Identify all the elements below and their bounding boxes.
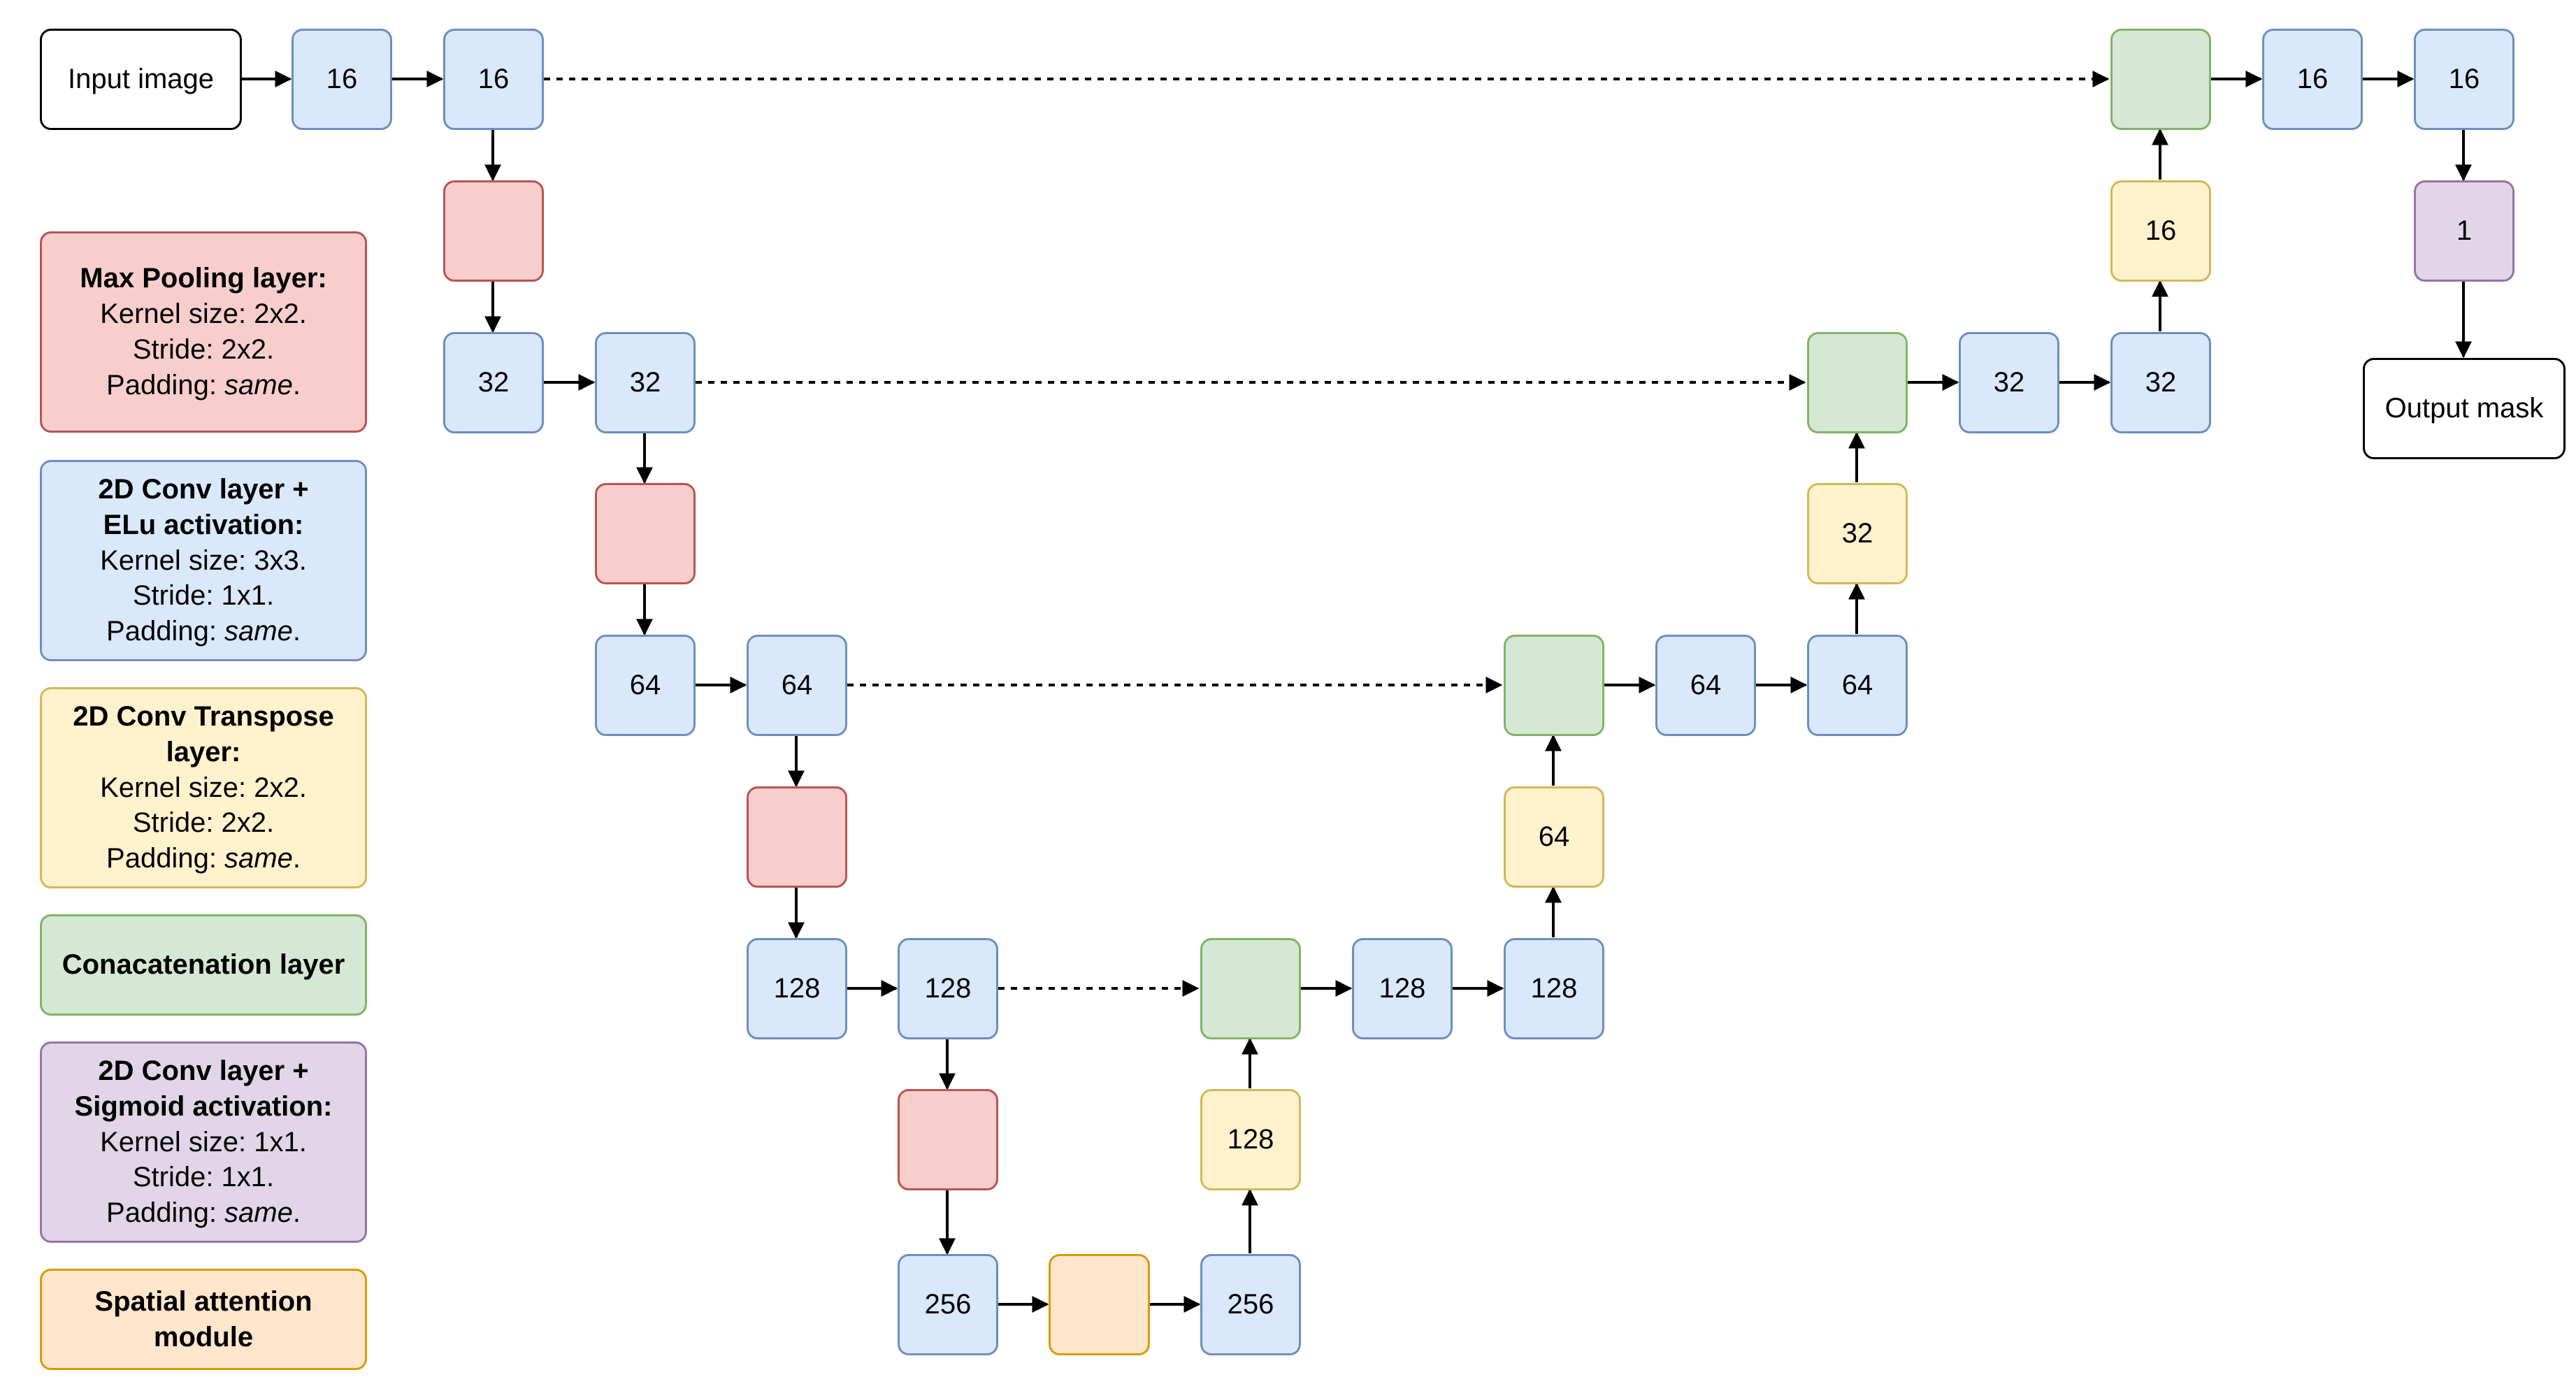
conv-transpose-node-1: 16 bbox=[2110, 180, 2211, 282]
legend-conv-title: 2D Conv layer + ELu activation: bbox=[98, 474, 309, 540]
conv-node-e2a: 32 bbox=[443, 332, 544, 433]
maxpool-node-4 bbox=[898, 1089, 998, 1190]
conv-node-e2b: 32 bbox=[595, 332, 696, 433]
conv-filters-label: 16 bbox=[2296, 64, 2329, 94]
concat-node-3 bbox=[1504, 635, 1604, 736]
conv-filters-label: 256 bbox=[1227, 1289, 1274, 1320]
output-mask-label: Output mask bbox=[2384, 393, 2544, 424]
conv-node-e4b: 128 bbox=[898, 938, 998, 1039]
padding-label: Padding: bbox=[106, 369, 225, 401]
conv-node-d1a: 16 bbox=[2262, 29, 2363, 130]
legend-maxpool-title: Max Pooling layer: bbox=[80, 263, 327, 294]
conv-filters-label: 128 bbox=[773, 973, 821, 1004]
conv-filters-label: 256 bbox=[924, 1289, 972, 1320]
sigmoid-filters-label: 1 bbox=[2456, 215, 2473, 246]
conv-node-e3a: 64 bbox=[595, 635, 696, 736]
conv-node-d1b: 16 bbox=[2414, 29, 2514, 130]
sigmoid-conv-node: 1 bbox=[2414, 180, 2514, 282]
legend-conv-transpose: 2D Conv Transpose layer: Kernel size: 2x… bbox=[40, 687, 367, 888]
legend-sigmoid-kernel: Kernel size: 1x1. bbox=[100, 1126, 307, 1158]
padding-end: . bbox=[292, 369, 301, 401]
concat-node-4 bbox=[1200, 938, 1301, 1039]
transpose-filters-label: 32 bbox=[1841, 518, 1873, 549]
padding-value: same bbox=[224, 616, 293, 647]
conv-filters-label: 32 bbox=[629, 367, 661, 398]
padding-end: . bbox=[292, 843, 301, 874]
conv-filters-label: 128 bbox=[924, 973, 972, 1004]
legend-attention-title: Spatial attention module bbox=[94, 1285, 312, 1353]
padding-value: same bbox=[224, 1197, 293, 1229]
conv-filters-label: 64 bbox=[781, 670, 813, 700]
conv-node-e5a: 256 bbox=[898, 1254, 998, 1355]
conv-filters-label: 16 bbox=[326, 64, 358, 94]
padding-end: . bbox=[292, 616, 301, 647]
conv-node-d3b: 64 bbox=[1807, 635, 1908, 736]
conv-node-e4a: 128 bbox=[747, 938, 847, 1039]
legend-conv-sigmoid: 2D Conv layer + Sigmoid activation: Kern… bbox=[40, 1041, 367, 1243]
padding-label: Padding: bbox=[106, 616, 225, 647]
conv-node-d2b: 32 bbox=[2110, 332, 2211, 433]
maxpool-node-1 bbox=[443, 180, 544, 282]
conv-node-d2a: 32 bbox=[1959, 332, 2059, 433]
legend-transpose-stride: Stride: 2x2. bbox=[132, 807, 275, 839]
input-image-label: Input image bbox=[67, 64, 215, 94]
conv-filters-label: 128 bbox=[1379, 973, 1426, 1004]
padding-label: Padding: bbox=[106, 1197, 225, 1229]
conv-filters-label: 32 bbox=[2145, 367, 2177, 398]
conv-transpose-node-3: 64 bbox=[1504, 786, 1604, 888]
conv-filters-label: 32 bbox=[477, 367, 510, 398]
input-image-node: Input image bbox=[40, 29, 242, 130]
legend-maxpool-stride: Stride: 2x2. bbox=[132, 334, 275, 365]
conv-node-d3a: 64 bbox=[1655, 635, 1756, 736]
output-mask-node: Output mask bbox=[2363, 358, 2566, 459]
concat-node-2 bbox=[1807, 332, 1908, 433]
padding-end: . bbox=[292, 1197, 301, 1229]
conv-node-d4a: 128 bbox=[1352, 938, 1453, 1039]
conv-transpose-node-4: 128 bbox=[1200, 1089, 1301, 1190]
padding-label: Padding: bbox=[106, 843, 225, 874]
legend-transpose-padding: Padding: same. bbox=[106, 841, 301, 877]
conv-node-e3b: 64 bbox=[747, 635, 847, 736]
conv-filters-label: 64 bbox=[1841, 670, 1873, 700]
conv-filters-label: 64 bbox=[629, 670, 661, 700]
conv-node-d4b: 128 bbox=[1504, 938, 1604, 1039]
maxpool-node-3 bbox=[747, 786, 847, 888]
legend-conv-elu: 2D Conv layer + ELu activation: Kernel s… bbox=[40, 460, 367, 661]
maxpool-node-2 bbox=[595, 483, 696, 584]
legend-maxpool-padding: Padding: same. bbox=[106, 368, 301, 403]
legend-concatenation: Conacatenation layer bbox=[40, 914, 367, 1016]
legend-conv-kernel: Kernel size: 3x3. bbox=[100, 545, 307, 576]
conv-node-e5b: 256 bbox=[1200, 1254, 1301, 1355]
conv-transpose-node-2: 32 bbox=[1807, 483, 1908, 584]
legend-conv-stride: Stride: 1x1. bbox=[132, 580, 275, 612]
legend-transpose-title: 2D Conv Transpose layer: bbox=[73, 701, 334, 767]
legend-conv-padding: Padding: same. bbox=[106, 614, 301, 649]
transpose-filters-label: 64 bbox=[1538, 821, 1570, 852]
legend-concat-title: Conacatenation layer bbox=[62, 949, 345, 981]
legend-sigmoid-stride: Stride: 1x1. bbox=[132, 1162, 275, 1193]
legend-sigmoid-padding: Padding: same. bbox=[106, 1195, 301, 1231]
conv-node-e1a: 16 bbox=[292, 29, 392, 130]
concat-node-1 bbox=[2110, 29, 2211, 130]
transpose-filters-label: 128 bbox=[1227, 1124, 1274, 1155]
legend-transpose-kernel: Kernel size: 2x2. bbox=[100, 772, 307, 803]
padding-value: same bbox=[224, 369, 293, 401]
spatial-attention-node bbox=[1049, 1254, 1150, 1355]
legend-spatial-attention: Spatial attention module bbox=[40, 1269, 367, 1370]
conv-filters-label: 64 bbox=[1690, 670, 1722, 700]
conv-node-e1b: 16 bbox=[443, 29, 544, 130]
padding-value: same bbox=[224, 843, 293, 874]
conv-filters-label: 128 bbox=[1530, 973, 1578, 1004]
legend-maxpool: Max Pooling layer: Kernel size: 2x2. Str… bbox=[40, 231, 367, 433]
conv-filters-label: 16 bbox=[477, 64, 510, 94]
legend-maxpool-kernel: Kernel size: 2x2. bbox=[100, 298, 307, 330]
conv-filters-label: 16 bbox=[2448, 64, 2480, 94]
conv-filters-label: 32 bbox=[1993, 367, 2025, 398]
legend-sigmoid-title: 2D Conv layer + Sigmoid activation: bbox=[74, 1055, 333, 1122]
transpose-filters-label: 16 bbox=[2145, 215, 2177, 246]
